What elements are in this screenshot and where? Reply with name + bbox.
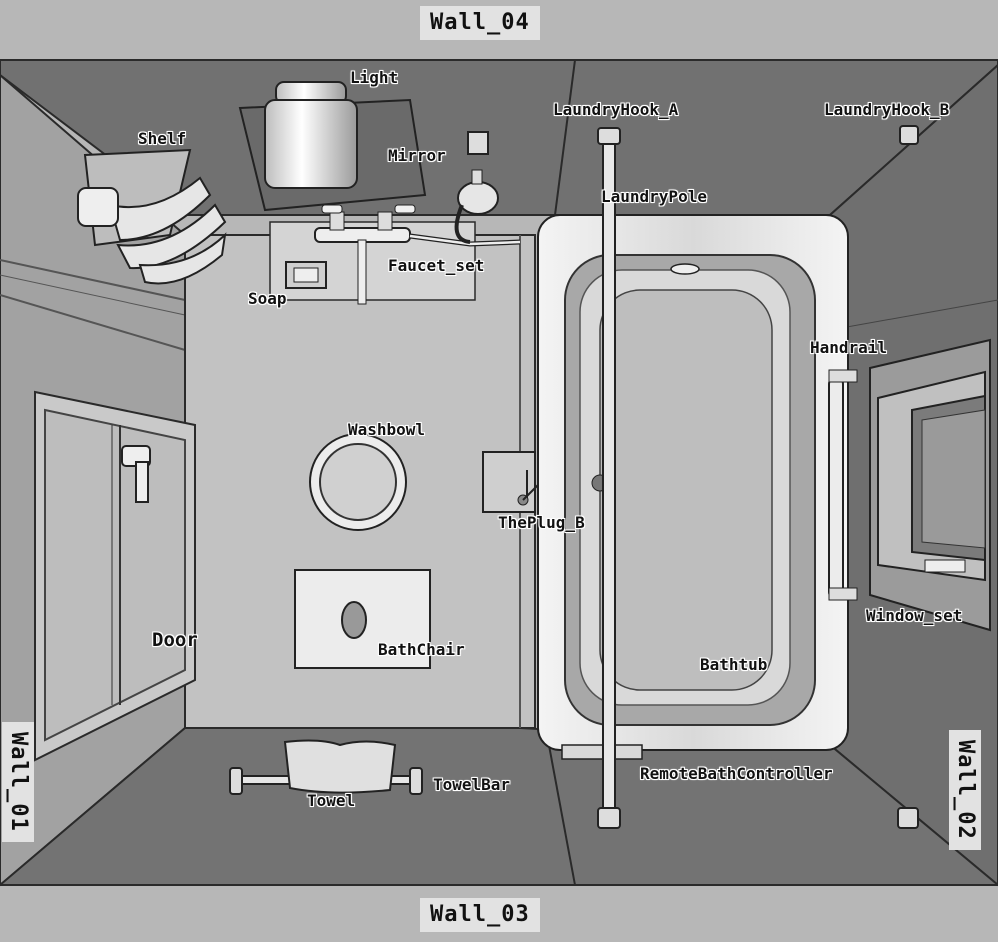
- handrail-label: Handrail: [810, 338, 888, 357]
- mirror-label: Mirror: [388, 146, 446, 165]
- laundry-hook-b-shape: [899, 125, 919, 145]
- wall-02-label: Wall_02: [949, 730, 981, 850]
- bath-chair-label: BathChair: [378, 640, 465, 659]
- soap-label: Soap: [248, 289, 287, 308]
- faucet-set-label: Faucet_set: [388, 256, 485, 275]
- remote-bath-controller-label: RemoteBathController: [640, 764, 833, 783]
- washbowl-label: Washbowl: [348, 420, 426, 439]
- window-set-label: Window_set: [866, 606, 963, 625]
- laundry-hook-a-shape: [597, 127, 621, 145]
- laundry-pole-shape: [602, 133, 616, 825]
- laundry-hook-a-label: LaundryHook_A: [553, 100, 679, 119]
- towel-bar-label: TowelBar: [433, 775, 511, 794]
- wall-03-label: Wall_03: [420, 898, 540, 932]
- wall-04-label: Wall_04: [420, 6, 540, 40]
- door-label: Door: [152, 629, 198, 651]
- light-label: Light: [350, 68, 399, 87]
- the-plug-b-label: ThePlug_B: [498, 513, 585, 532]
- light-fixture: [264, 99, 358, 189]
- towel-label: Towel: [307, 791, 356, 810]
- bathtub-label: Bathtub: [700, 655, 768, 674]
- shower-head: [457, 181, 499, 215]
- towel-shape: [283, 739, 397, 794]
- laundry-pole-label: LaundryPole: [601, 187, 707, 206]
- wall-01-label: Wall_01: [2, 722, 34, 842]
- laundry-hook-b-label: LaundryHook_B: [824, 100, 950, 119]
- handrail-shape: [828, 377, 844, 599]
- shelf-label: Shelf: [138, 129, 187, 148]
